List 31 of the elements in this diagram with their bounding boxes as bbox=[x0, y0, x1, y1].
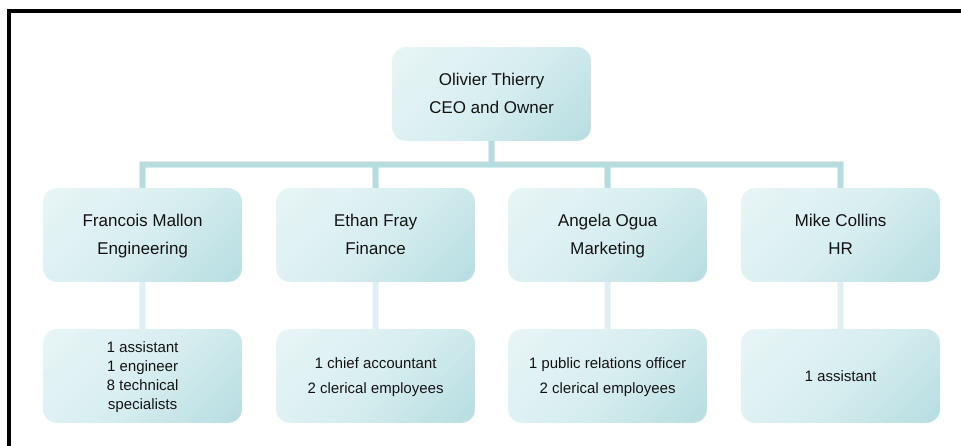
role-title: Engineering bbox=[97, 238, 188, 260]
staff-item: 2 clerical employees bbox=[540, 379, 676, 399]
connector-line bbox=[604, 282, 610, 329]
org-chart-box bbox=[741, 188, 940, 282]
org-chart-box bbox=[43, 329, 242, 423]
person-name: Olivier Thierry bbox=[438, 69, 544, 91]
org-chart-box bbox=[508, 188, 707, 282]
org-chart-box bbox=[43, 188, 242, 282]
org-chart-box bbox=[276, 188, 475, 282]
staff-item: 1 chief accountant bbox=[314, 354, 436, 374]
org-chart-box bbox=[508, 329, 707, 423]
role-title: Marketing bbox=[570, 238, 645, 260]
person-name: Mike Collins bbox=[794, 210, 886, 232]
role-title: CEO and Owner bbox=[429, 97, 554, 119]
staff-item: 1 engineer bbox=[107, 357, 178, 376]
connector-line bbox=[372, 282, 378, 329]
staff-item: 1 public relations officer bbox=[528, 354, 686, 374]
person-name: Francois Mallon bbox=[82, 210, 202, 232]
org-chart-box bbox=[276, 329, 475, 423]
role-title: Finance bbox=[345, 238, 406, 260]
person-name: Ethan Fray bbox=[334, 210, 418, 232]
connector-line bbox=[838, 282, 844, 329]
connector-line bbox=[140, 282, 146, 329]
staff-item: 1 assistant bbox=[106, 338, 178, 357]
role-title: HR bbox=[828, 238, 853, 260]
staff-item: 1 assistant bbox=[804, 366, 876, 386]
person-name: Angela Ogua bbox=[558, 210, 658, 232]
staff-item: 8 technical specialists bbox=[106, 376, 180, 414]
org-chart-box bbox=[392, 47, 591, 141]
org-chart-box bbox=[741, 329, 940, 423]
staff-item: 2 clerical employees bbox=[308, 379, 444, 399]
